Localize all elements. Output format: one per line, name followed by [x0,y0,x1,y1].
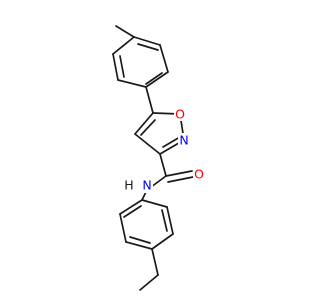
bond-tolyl-3 [145,71,169,88]
bond-c3-carbonyl [159,153,167,177]
bond-ep-1 [119,199,143,215]
bond-ep-5-inner [161,209,168,232]
atom-amide-nitrogen: N [142,178,151,193]
bond-ep-4 [151,233,174,250]
bond-c5-c4 [134,112,154,135]
bond-ep-5 [166,206,174,235]
bond-carbonyl-o [165,170,193,177]
bond-tolyl-3-inner [145,72,163,85]
bond-methyl [115,25,135,38]
bond-tolyl-1 [133,36,161,46]
bond-carbonyl-o-double [167,176,194,183]
bond-tolyl-6 [112,36,135,55]
bond-c3-n-inner [162,136,181,148]
bond-c4-c3 [134,133,161,155]
atom-carbonyl-oxygen: O [194,167,204,182]
atom-ring-nitrogen: N [179,133,188,148]
bond-tolyl-5 [112,53,119,81]
bond-ep-3 [125,241,153,250]
bond-ep-3-inner [129,236,151,244]
bond-tolyl-1-inner [137,43,159,51]
bond-ep-6 [141,199,168,208]
bond-ethyl-2 [139,274,159,291]
atom-ring-oxygen: O [175,107,185,122]
bond-ethyl-1 [151,248,159,276]
bond-aryl-isoxazole [145,86,154,114]
bond-tolyl-5-inner [119,55,125,78]
bond-tolyl-2 [159,44,169,73]
bond-c5-c4-inner [140,119,156,136]
bond-ep-2 [119,213,127,243]
bond-tolyl-4 [117,79,147,88]
atom-amide-hydrogen: H [124,178,133,193]
bond-ep-1-inner [123,205,142,218]
molecule-structure: O N O N H [112,25,205,291]
